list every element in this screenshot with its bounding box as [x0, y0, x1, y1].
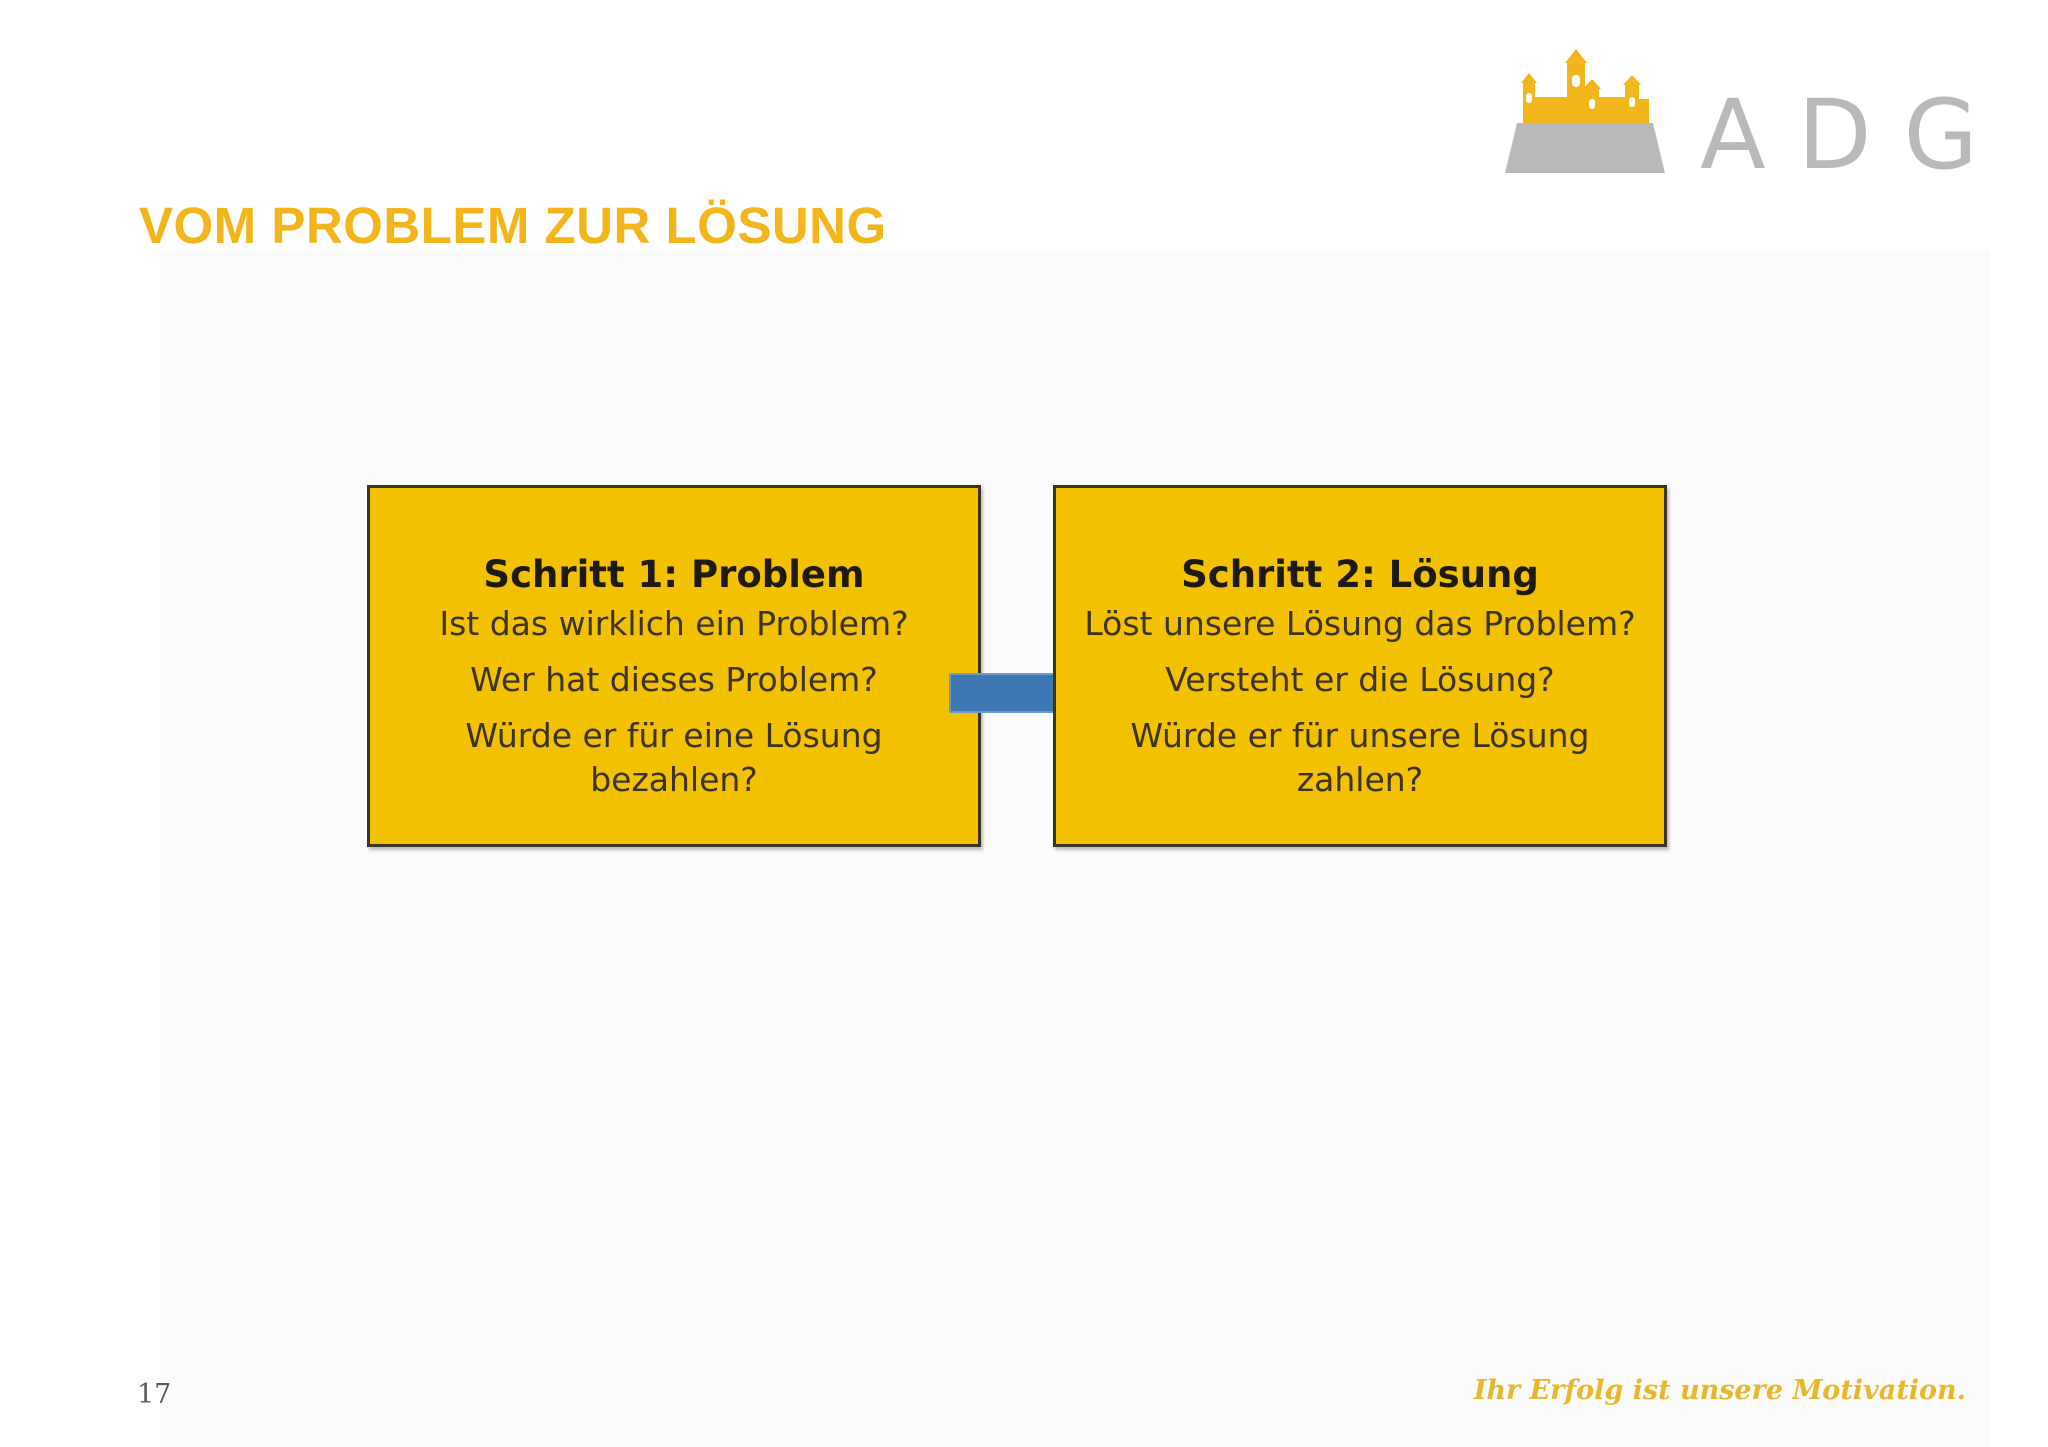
castle-logo-icon — [1505, 49, 1665, 173]
adg-logo: ADG — [1505, 45, 1978, 185]
page-number: 17 — [137, 1379, 172, 1410]
page-title: VOM PROBLEM ZUR LÖSUNG — [139, 197, 887, 254]
footer-tagline: Ihr Erfolg ist unsere Motivation. — [1473, 1375, 1966, 1406]
step-box-problem: Schritt 1: Problem Ist das wirklich ein … — [367, 485, 981, 847]
step-question: Würde er für eine Lösung bezahlen? — [465, 716, 883, 799]
step-question: Ist das wirklich ein Problem? — [439, 604, 909, 643]
step-question: Würde er für unsere Lösung zahlen? — [1130, 716, 1590, 799]
step-heading: Schritt 1: Problem — [483, 553, 865, 596]
step-question: Versteht er die Lösung? — [1165, 660, 1555, 699]
logo-text: ADG — [1700, 79, 2010, 191]
step-question: Löst unsere Lösung das Problem? — [1084, 604, 1636, 643]
step-box-solution: Schritt 2: Lösung Löst unsere Lösung das… — [1053, 485, 1667, 847]
step-question: Wer hat dieses Problem? — [470, 660, 878, 699]
step-heading: Schritt 2: Lösung — [1181, 553, 1539, 596]
content-area — [160, 250, 1990, 1447]
